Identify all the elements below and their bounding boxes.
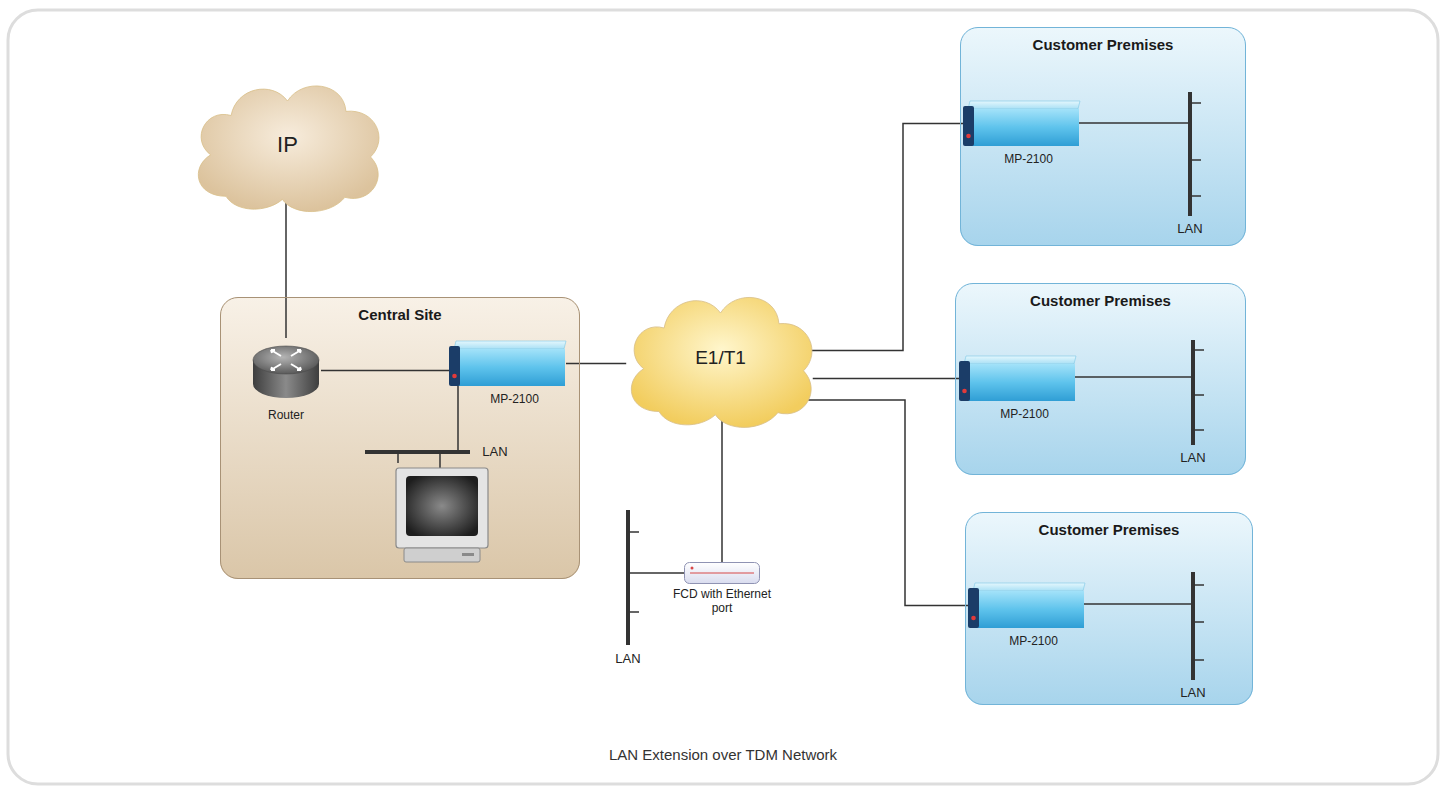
premises-box: Customer PremisesMP-2100 xyxy=(955,283,1246,475)
device-label: Router xyxy=(236,408,336,422)
cloud-label: IP xyxy=(277,132,298,158)
device-label: MP-2100 xyxy=(490,392,539,406)
box-fill xyxy=(220,297,580,579)
box-title: Customer Premises xyxy=(1033,36,1174,53)
box-title: Central Site xyxy=(358,306,441,323)
box-fill xyxy=(955,283,1246,475)
figure-caption: LAN Extension over TDM Network xyxy=(0,746,1446,763)
link-line xyxy=(803,400,969,606)
box-fill xyxy=(960,27,1246,246)
premises-box: Customer PremisesMP-2100 xyxy=(965,512,1253,705)
computer-icon xyxy=(396,468,488,562)
mp-device-icon xyxy=(959,356,1076,401)
device-label: MP-2100 xyxy=(1009,634,1058,648)
box-title: Customer Premises xyxy=(1039,521,1180,538)
link-line xyxy=(813,378,959,380)
mp-device: MP-2100 xyxy=(968,583,1085,628)
lan-bus xyxy=(1075,340,1204,445)
network-cloud: IP xyxy=(185,72,390,217)
router-icon-shape xyxy=(251,338,321,403)
lan-bus xyxy=(628,510,684,645)
network-cloud: E1/T1 xyxy=(618,283,823,433)
lan-bus xyxy=(1079,92,1201,216)
fcd-device-icon xyxy=(684,562,760,584)
mp-device: MP-2100 xyxy=(963,101,1080,146)
lan-label: LAN xyxy=(1163,685,1223,700)
outer-frame xyxy=(8,10,1438,784)
router-icon: Router xyxy=(251,338,321,403)
premises-box: Customer PremisesMP-2100 xyxy=(960,27,1246,246)
device-label: MP-2100 xyxy=(1004,152,1053,166)
lan-bus xyxy=(1084,572,1204,680)
lan-bus xyxy=(365,385,470,468)
mp-device-icon xyxy=(968,583,1085,628)
box-title: Customer Premises xyxy=(1030,292,1171,309)
link-line xyxy=(566,363,626,365)
lan-label: LAN xyxy=(465,444,525,459)
box-fill xyxy=(965,512,1253,705)
mp-device: MP-2100 xyxy=(959,356,1076,401)
link-line xyxy=(321,370,449,372)
link-line xyxy=(285,203,287,339)
cloud-label: E1/T1 xyxy=(695,347,746,369)
lan-label: LAN xyxy=(1163,450,1223,465)
site-box: Central SiteRouterMP-2100 xyxy=(220,297,580,579)
lan-label: LAN xyxy=(598,651,658,666)
device-label: FCD with Ethernet port xyxy=(667,588,777,616)
mp-device-icon xyxy=(963,101,1080,146)
mp-device: MP-2100 xyxy=(449,341,566,386)
link-line xyxy=(721,418,723,562)
mp-device-icon xyxy=(449,341,566,386)
lan-label: LAN xyxy=(1160,221,1220,236)
device-label: MP-2100 xyxy=(1000,407,1049,421)
link-line xyxy=(803,124,964,351)
fcd-device: FCD with Ethernet port xyxy=(684,562,760,584)
